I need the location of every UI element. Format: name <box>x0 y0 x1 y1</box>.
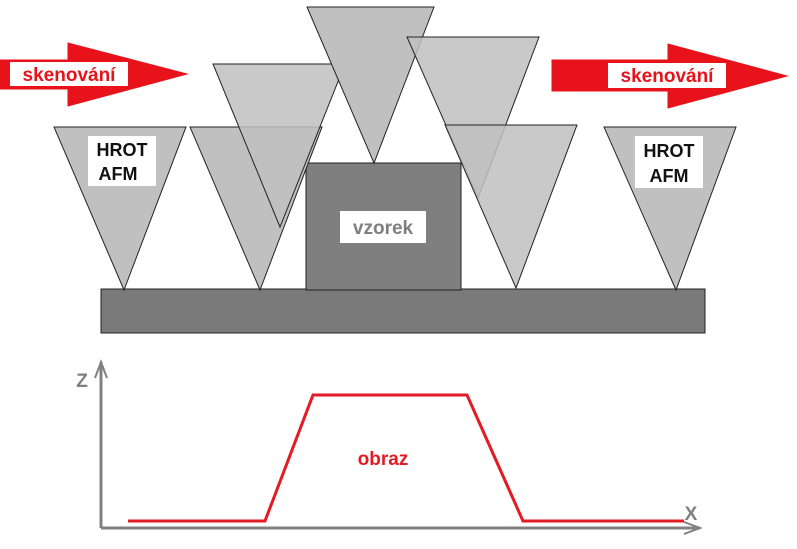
afm-tip-right-line2: AFM <box>650 166 689 186</box>
scan-arrow-right: skenování <box>551 43 789 109</box>
scan-arrow-left: skenování <box>0 42 189 107</box>
substrate <box>100 288 706 334</box>
afm-tip-right-line1: HROT <box>644 141 695 161</box>
profile-curve-label: obraz <box>358 449 409 470</box>
profile-plot: Z X obraz <box>76 359 703 535</box>
scan-arrow-left-label: skenování <box>23 65 117 86</box>
y-axis-label: Z <box>76 371 88 392</box>
profile-curve <box>128 393 684 523</box>
afm-tip-position-3 <box>212 63 346 229</box>
afm-tip-left-line2: AFM <box>99 164 138 184</box>
afm-tip-position-5 <box>406 36 540 200</box>
sample-block: vzorek <box>305 162 462 291</box>
y-axis-arrowhead <box>94 359 108 379</box>
afm-tip-left-line1: HROT <box>97 140 148 160</box>
sample-label: vzorek <box>353 218 414 239</box>
afm-tip-position-4 <box>306 6 435 165</box>
afm-tip-left: HROT AFM <box>53 126 187 292</box>
scan-arrow-right-label: skenování <box>621 66 715 87</box>
x-axis-label: X <box>685 504 698 525</box>
afm-tip-right: HROT AFM <box>603 126 737 292</box>
x-axis-arrowhead <box>683 521 703 535</box>
afm-tip-position-6 <box>444 124 578 290</box>
